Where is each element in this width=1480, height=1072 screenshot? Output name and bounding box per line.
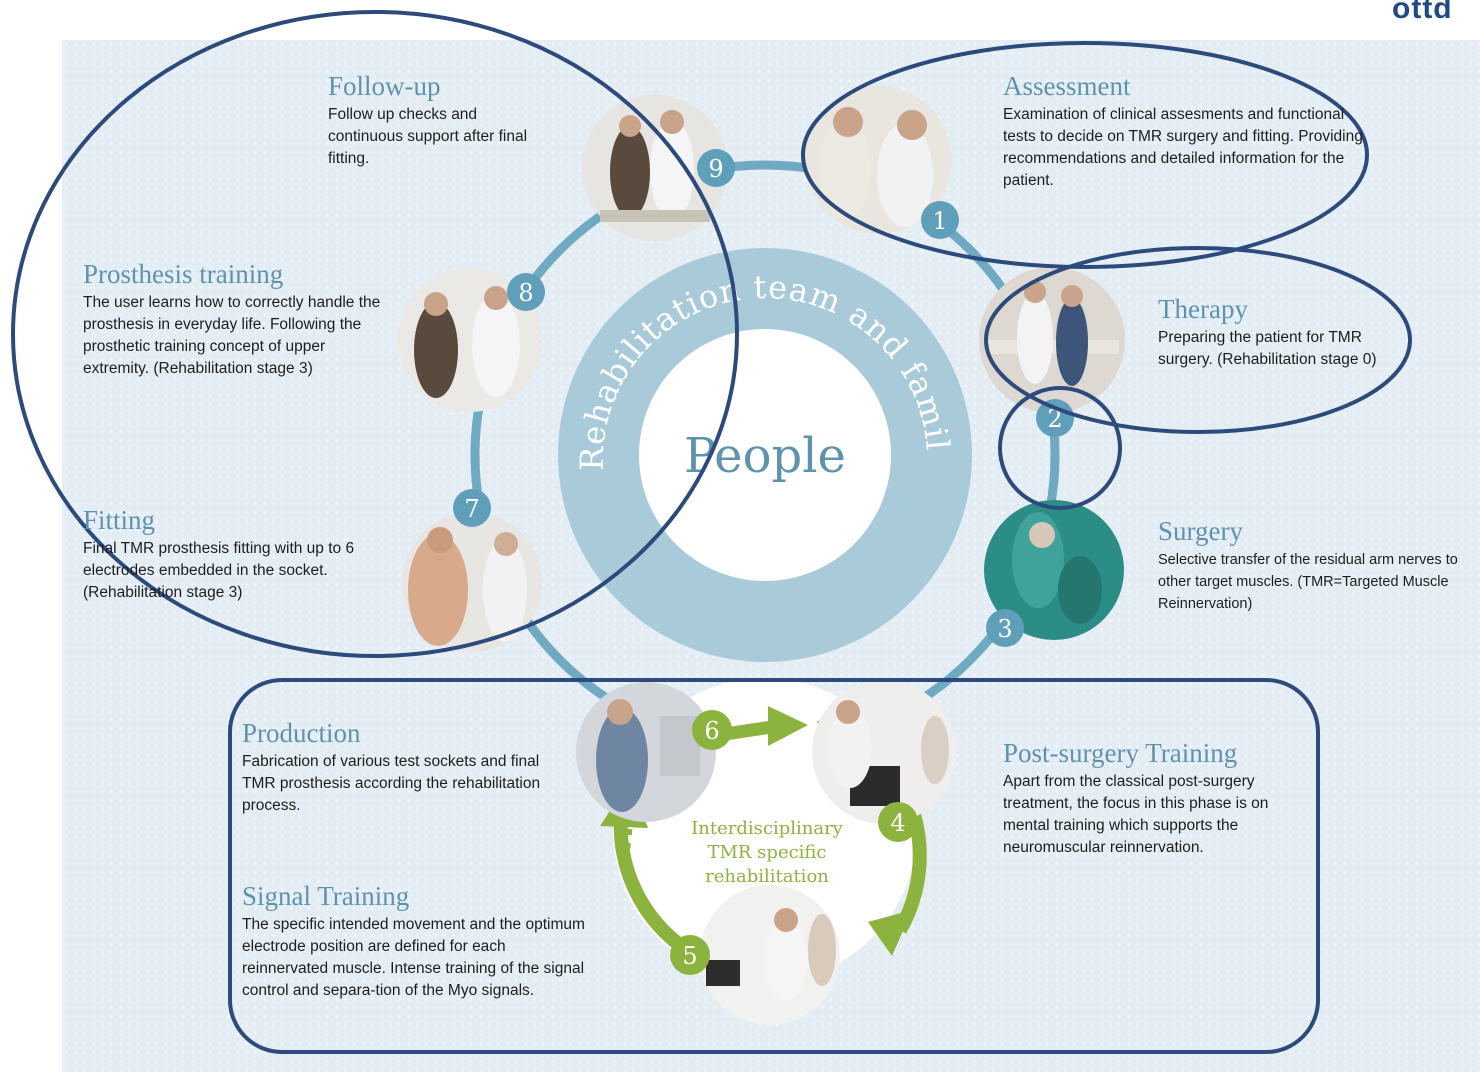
photo-fitting	[402, 512, 542, 652]
photo-surgery	[984, 500, 1124, 640]
photo-prosthesis-training	[398, 268, 542, 412]
annotation-oval-left	[11, 10, 739, 658]
step-badge-4: 4	[878, 802, 918, 842]
annotation-outlines	[11, 10, 1412, 1054]
stage-description: Follow up checks and continuous support …	[328, 106, 528, 167]
arrow-head-4-5	[868, 910, 912, 956]
stage-follow-up: Follow-up Follow up checks and continuou…	[328, 70, 543, 170]
stage-title: Therapy	[1158, 294, 1248, 324]
stage-description: The specific intended movement and the o…	[242, 916, 585, 999]
step-badge-9: 9	[697, 149, 735, 187]
stage-production: Production Fabrication of various test s…	[242, 717, 552, 817]
stage-fitting: Fitting Final TMR prosthesis fitting wit…	[83, 504, 383, 604]
step-badge-6: 6	[692, 710, 732, 750]
stage-therapy: Therapy Preparing the patient for TMR su…	[1158, 293, 1383, 371]
stage-title: Follow-up	[328, 71, 441, 101]
stage-assessment: Assessment Examination of clinical asses…	[1003, 70, 1373, 192]
svg-text:7: 7	[464, 495, 479, 523]
svg-text:8: 8	[518, 279, 533, 307]
stage-description: Final TMR prosthesis fitting with up to …	[83, 540, 355, 601]
photo-production	[576, 682, 716, 822]
step-badge-1: 1	[921, 201, 959, 239]
svg-text:3: 3	[997, 615, 1012, 643]
stage-title: Signal Training	[242, 881, 410, 911]
stage-description: The user learns how to correctly handle …	[83, 294, 381, 377]
stage-title: Prosthesis training	[83, 259, 284, 289]
arrow-head-6-4	[768, 706, 808, 746]
annotation-circle-step-2	[998, 386, 1122, 510]
stage-post-surgery: Post-surgery Training Apart from the cla…	[1003, 737, 1315, 859]
stage-description: Examination of clinical assesments and f…	[1003, 106, 1363, 189]
stage-prosthesis-training: Prosthesis training The user learns how …	[83, 258, 388, 380]
photo-follow-up	[582, 95, 728, 241]
svg-text:1: 1	[932, 207, 947, 235]
stage-surgery: Surgery Selective transfer of the residu…	[1158, 515, 1476, 615]
people-core	[639, 329, 891, 581]
step-badge-5: 5	[670, 935, 710, 975]
stage-title: Post-surgery Training	[1003, 738, 1238, 768]
stage-title: Fitting	[83, 505, 156, 535]
annotation-box-bottom	[228, 678, 1320, 1054]
stage-description: Fabrication of various test sockets and …	[242, 753, 541, 814]
photo-post-surgery	[812, 680, 956, 824]
stage-signal-training: Signal Training The specific intended mo…	[242, 880, 587, 1002]
step-badge-8: 8	[507, 273, 545, 311]
dash-6-5	[622, 814, 634, 851]
svg-text:9: 9	[708, 155, 723, 183]
svg-text:2: 2	[1047, 405, 1062, 433]
svg-text:6: 6	[704, 717, 719, 745]
stage-description: Selective transfer of the residual arm n…	[1158, 552, 1458, 612]
step-badge-7: 7	[453, 489, 491, 527]
stage-title: Production	[242, 718, 361, 748]
step-badge-3: 3	[986, 609, 1024, 647]
photo-signal-training	[700, 885, 840, 1025]
photo-therapy	[979, 267, 1125, 413]
annotation-oval-therapy	[984, 246, 1412, 434]
stage-title: Assessment	[1003, 71, 1131, 101]
inner-cycle-line-2: TMR specific	[707, 842, 826, 863]
inner-cycle-line-3: rehabilitation	[705, 866, 829, 887]
stage-description: Apart from the classical post-surgery tr…	[1003, 773, 1269, 856]
photo-assessment	[804, 86, 952, 234]
annotation-oval-assessment	[801, 41, 1369, 269]
stage-title: Surgery	[1158, 516, 1243, 546]
step-badge-2: 2	[1036, 399, 1074, 437]
brand-logo: ottd	[1392, 0, 1453, 25]
svg-text:4: 4	[890, 809, 905, 837]
inner-cycle-line-1: Interdisciplinary	[691, 818, 844, 839]
stage-description: Preparing the patient for TMR surgery. (…	[1158, 329, 1377, 368]
svg-text:5: 5	[682, 942, 697, 970]
